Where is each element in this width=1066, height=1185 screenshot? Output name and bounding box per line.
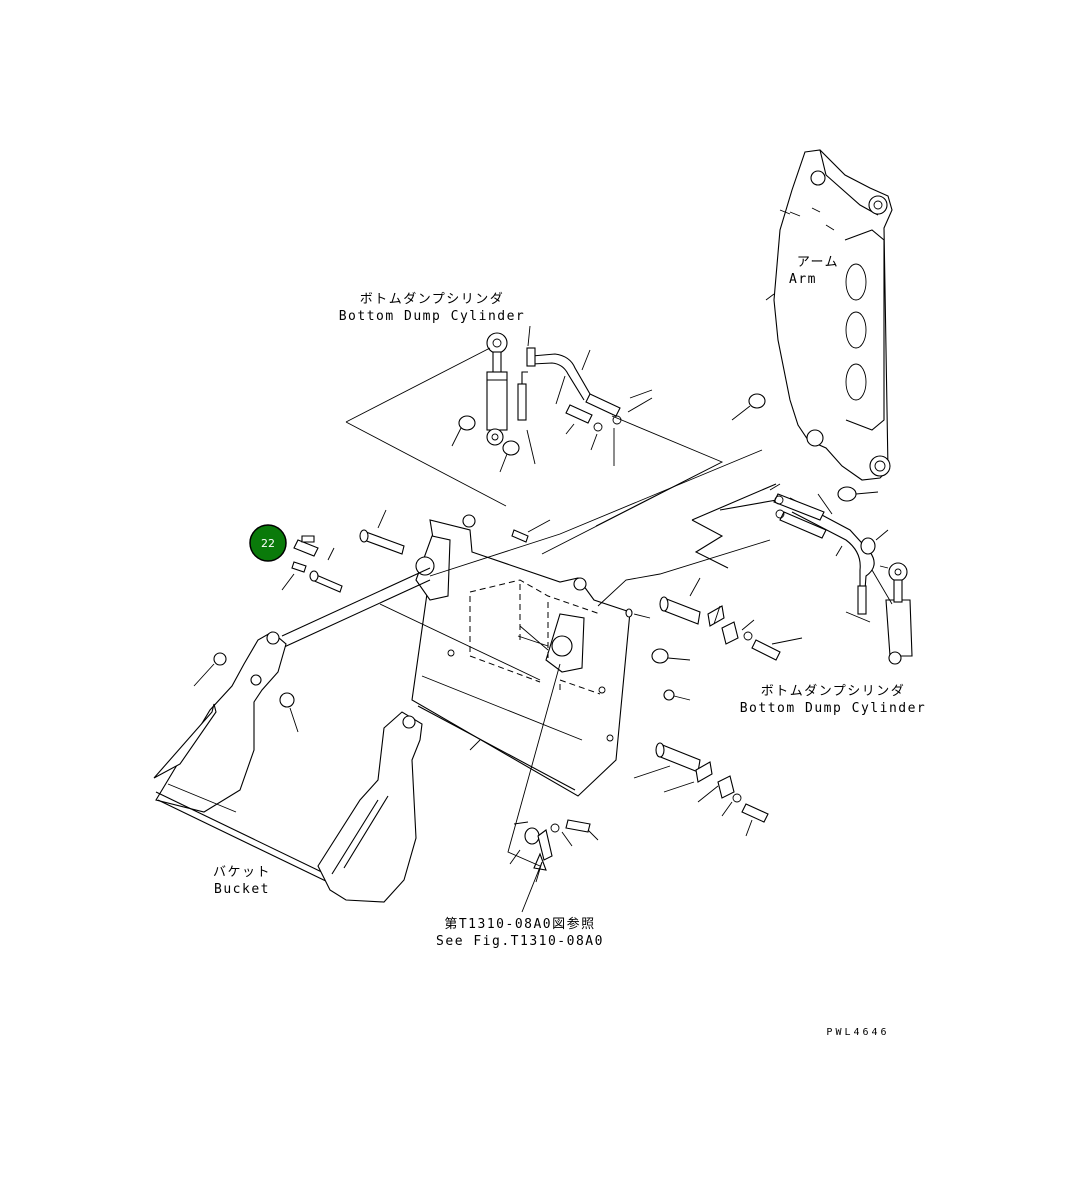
bucket-label-jp: バケット <box>213 865 271 880</box>
arm-label-jp: アーム <box>797 255 839 270</box>
bottom-dump-cylinder-right <box>691 483 913 665</box>
see-figure-label-jp: 第T1310-08A0図参照 <box>444 916 595 932</box>
bottom-dump-cylinder-top <box>345 325 724 555</box>
bottom-dump-cylinder-top-label-en: Bottom Dump Cylinder <box>339 309 526 324</box>
bucket-part <box>153 631 423 903</box>
arm-label-en: Arm <box>789 272 817 287</box>
arm-bushing <box>731 393 879 502</box>
callout-number: 22 <box>261 537 275 550</box>
pins-and-links <box>281 449 803 913</box>
bucket-label-en: Bucket <box>214 882 270 897</box>
bottom-dump-cylinder-right-label-en: Bottom Dump Cylinder <box>740 701 927 716</box>
drawing-code: PWL4646 <box>826 1027 889 1038</box>
bottom-dump-cylinder-top-label-jp: ボトムダンプシリンダ <box>360 292 505 307</box>
bottom-plate <box>411 514 631 797</box>
bottom-dump-cylinder-right-label-jp: ボトムダンプシリンダ <box>761 684 906 699</box>
see-figure-label-en: See Fig.T1310-08A0 <box>436 934 604 949</box>
arm-part <box>765 149 893 481</box>
callout-22[interactable]: 22 <box>249 524 287 562</box>
